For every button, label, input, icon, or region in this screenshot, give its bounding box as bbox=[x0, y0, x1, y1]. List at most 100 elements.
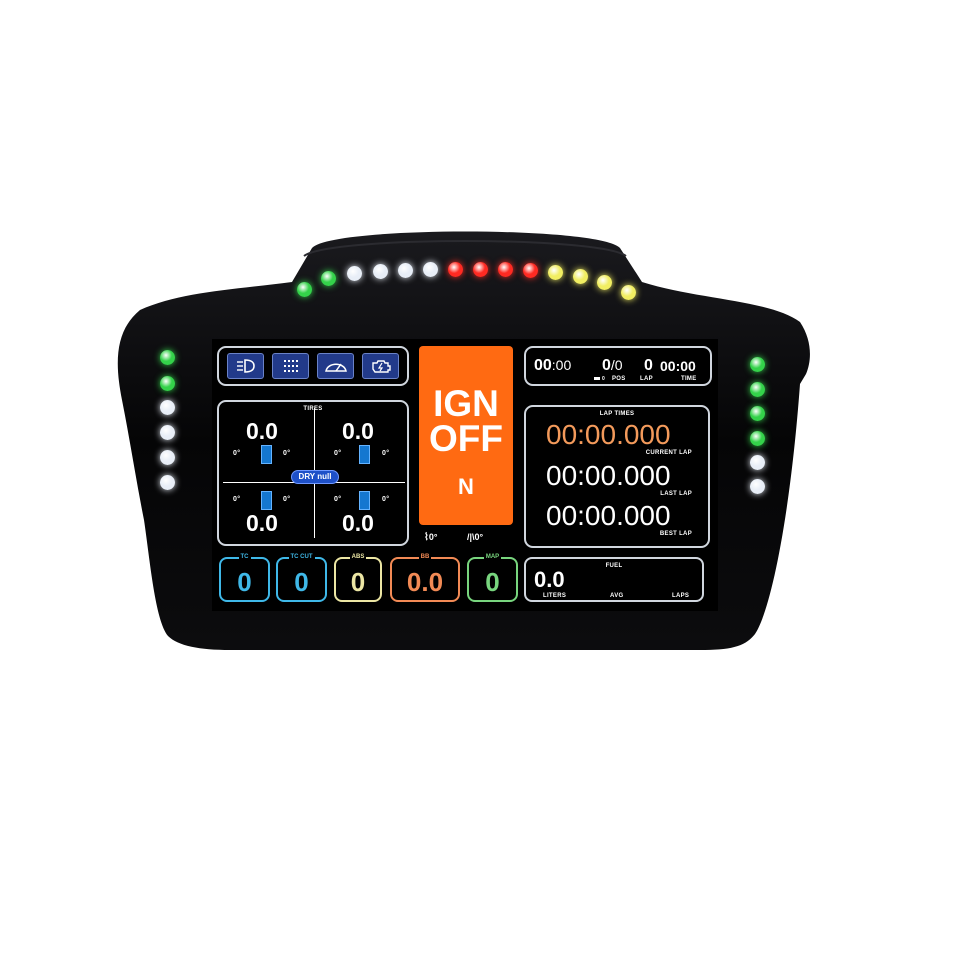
rpm-led bbox=[498, 262, 513, 277]
setting-label: TC CUT bbox=[278, 554, 325, 560]
session-time: 00:00 bbox=[534, 357, 571, 375]
wiper-button[interactable] bbox=[317, 353, 354, 379]
position-bar-icon bbox=[594, 377, 600, 380]
tire-rl-temp-right: 0° bbox=[283, 496, 291, 503]
clock-value: 00:00 bbox=[660, 358, 696, 374]
setting-label-text: TC CUT bbox=[288, 554, 315, 560]
rpm-led bbox=[573, 269, 588, 284]
tires-title: TIRES bbox=[300, 406, 326, 412]
tire-fr-icon bbox=[359, 445, 370, 464]
best-lap-time: 00:00.000 bbox=[546, 500, 671, 531]
tires-panel: TIRES 0.0 0° 0° 0.0 0° 0° DRY null 0° 0°… bbox=[217, 400, 409, 546]
tire-fl-temp-left: 0° bbox=[233, 450, 241, 457]
left-led bbox=[160, 425, 175, 440]
ignition-status-text: IGN OFF bbox=[419, 383, 513, 459]
ignition-line-2: OFF bbox=[429, 418, 503, 459]
tire-fr-pressure: 0.0 bbox=[342, 418, 374, 444]
slope-icon: /|\ bbox=[467, 532, 475, 542]
lap-times-title: LAP TIMES bbox=[596, 411, 638, 417]
left-led bbox=[160, 450, 175, 465]
tire-compound-badge: DRY null bbox=[291, 470, 339, 484]
right-led bbox=[750, 479, 765, 494]
rpm-led bbox=[347, 266, 362, 281]
rpm-led bbox=[473, 262, 488, 277]
fuel-panel: FUEL 0.0 LITERS AVG LAPS bbox=[524, 557, 704, 602]
rpm-led bbox=[621, 285, 636, 300]
left-led bbox=[160, 350, 175, 365]
headlight-button[interactable] bbox=[227, 353, 264, 379]
right-led bbox=[750, 455, 765, 470]
engine-warning-icon bbox=[371, 360, 391, 373]
setting-tc-cut: TC CUT 0 bbox=[276, 554, 327, 602]
lap-label: LAP bbox=[640, 376, 653, 382]
setting-label-text: MAP bbox=[483, 554, 502, 560]
fuel-value: 0.0 bbox=[534, 567, 565, 592]
lap-value: 0 bbox=[644, 357, 653, 374]
rpm-led bbox=[448, 262, 463, 277]
current-lap-time: 00:00.000 bbox=[546, 419, 671, 450]
left-led bbox=[160, 376, 175, 391]
tire-rl-icon bbox=[261, 491, 272, 510]
position-value: 0/0 bbox=[602, 357, 623, 375]
engine-button[interactable] bbox=[362, 353, 399, 379]
rpm-led bbox=[523, 263, 538, 278]
fuel-title-wrap: FUEL bbox=[526, 554, 702, 572]
tire-fr-temp-right: 0° bbox=[382, 450, 390, 457]
fuel-laps-label: LAPS bbox=[672, 593, 690, 599]
setting-label-text: ABS bbox=[349, 554, 367, 560]
last-lap-label: LAST LAP bbox=[660, 491, 692, 497]
setting-value: 0 bbox=[350, 567, 366, 597]
fuel-liters-label: LITERS bbox=[543, 593, 567, 599]
fuel-avg-label: AVG bbox=[610, 593, 624, 599]
right-led bbox=[750, 431, 765, 446]
best-lap-label: BEST LAP bbox=[659, 531, 692, 537]
display-screen: TIRES 0.0 0° 0° 0.0 0° 0° DRY null 0° 0°… bbox=[212, 339, 718, 611]
position-current: 0 bbox=[602, 357, 611, 374]
position-total: /0 bbox=[610, 357, 623, 373]
tire-fl-pressure: 0.0 bbox=[246, 418, 278, 444]
bias-value: 0° bbox=[428, 532, 438, 542]
grid-icon bbox=[283, 360, 298, 372]
session-time-sub: :00 bbox=[551, 357, 572, 373]
gear-indicator: N bbox=[458, 474, 474, 499]
position-label: POS bbox=[612, 376, 626, 382]
setting-label: TC bbox=[221, 554, 268, 560]
rpm-led bbox=[548, 265, 563, 280]
tire-fr-temp-left: 0° bbox=[334, 450, 342, 457]
setting-label-text: BB bbox=[418, 554, 432, 560]
setting-value: 0.0 bbox=[406, 567, 444, 597]
tire-fl-icon bbox=[261, 445, 272, 464]
tire-rl-temp-left: 0° bbox=[233, 496, 241, 503]
setting-bb: BB 0.0 bbox=[390, 554, 460, 602]
rpm-led bbox=[297, 282, 312, 297]
function-button-bar bbox=[217, 346, 409, 386]
setting-label-text: TC bbox=[238, 554, 251, 560]
tires-title-wrap: TIRES bbox=[219, 397, 407, 415]
setting-label: ABS bbox=[336, 554, 380, 560]
slope-readout: /|\0° bbox=[467, 532, 483, 542]
tire-rr-temp-right: 0° bbox=[382, 496, 390, 503]
right-led bbox=[750, 406, 765, 421]
fuel-title: FUEL bbox=[602, 563, 626, 569]
lap-times-title-wrap: LAP TIMES bbox=[526, 402, 708, 420]
setting-label: BB bbox=[392, 554, 458, 560]
left-led bbox=[160, 400, 175, 415]
session-time-main: 00 bbox=[534, 357, 552, 374]
slope-value: 0° bbox=[474, 532, 484, 542]
rpm-led bbox=[321, 271, 336, 286]
rpm-led bbox=[597, 275, 612, 290]
time-label: TIME bbox=[681, 376, 697, 382]
lap-times-panel: LAP TIMES 00:00.000 CURRENT LAP 00:00.00… bbox=[524, 405, 710, 548]
setting-value: 0 bbox=[294, 567, 309, 597]
race-info-panel: 00:00 0/0 0 POS 0 LAP 00:00 TIME bbox=[524, 346, 712, 386]
wiper-icon bbox=[324, 363, 347, 372]
right-led bbox=[750, 382, 765, 397]
left-led bbox=[160, 475, 175, 490]
ignition-line-1: IGN bbox=[433, 383, 499, 424]
ignition-status-panel: IGN OFF N bbox=[419, 346, 513, 525]
rpm-led bbox=[373, 264, 388, 279]
grid-button[interactable] bbox=[272, 353, 309, 379]
